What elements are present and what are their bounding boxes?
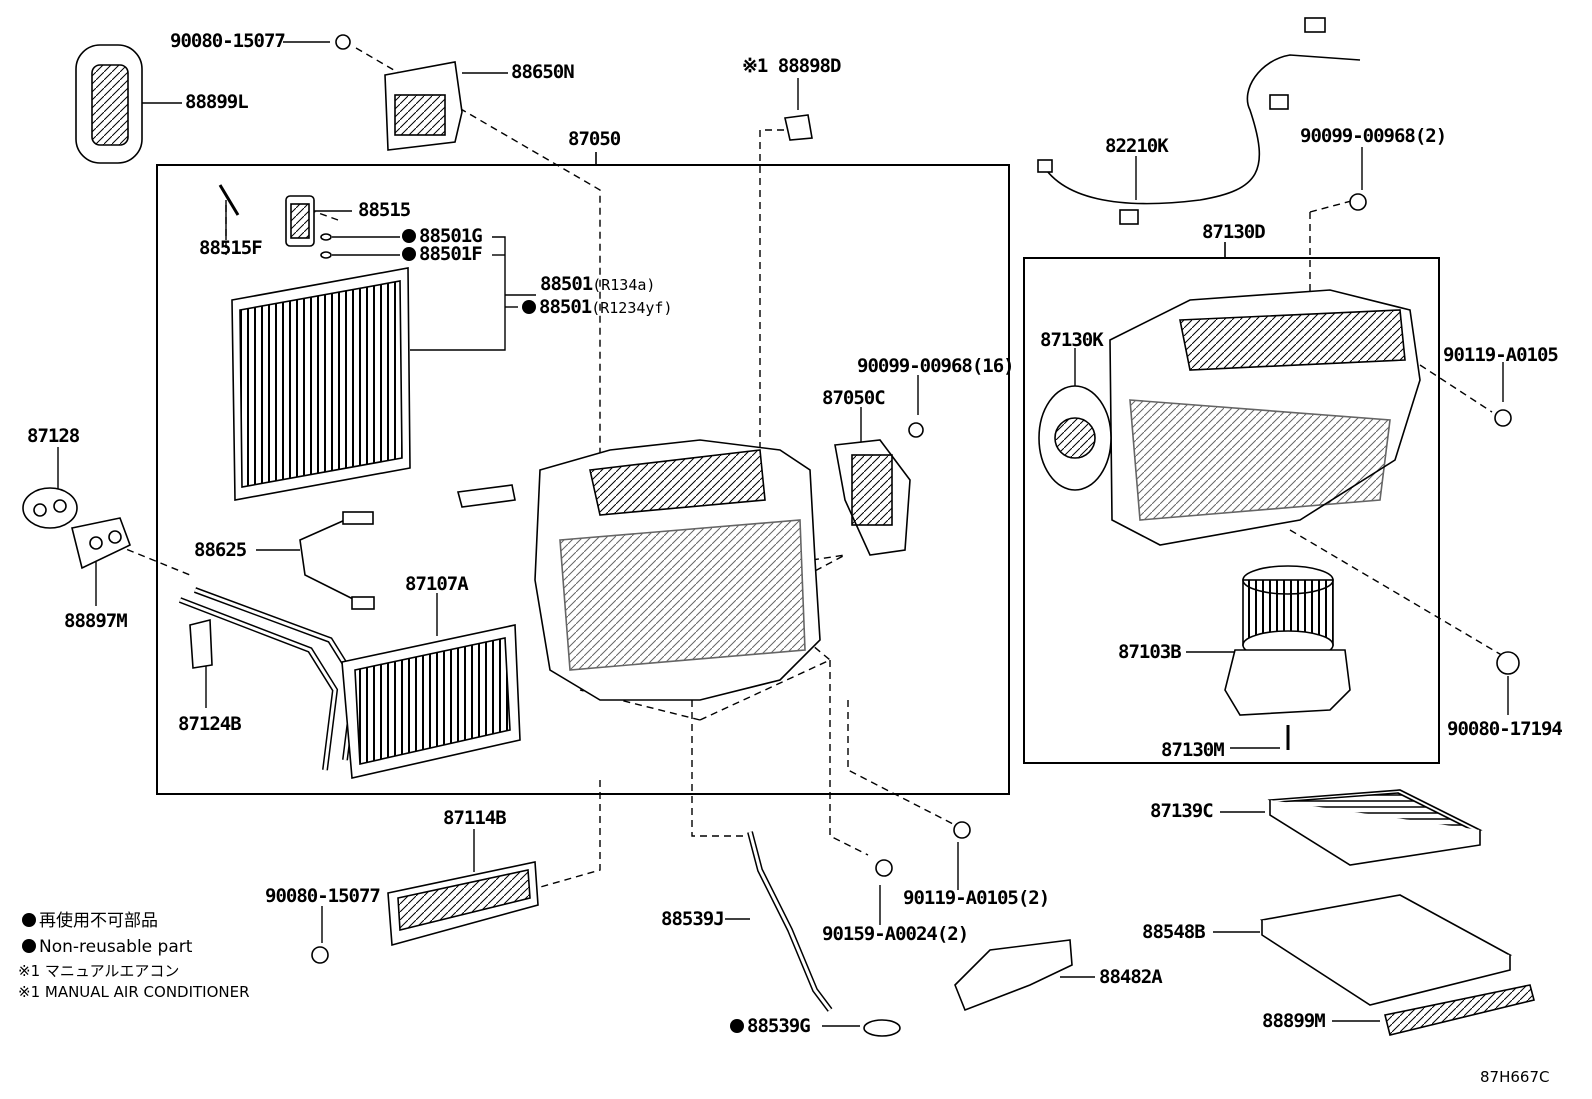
part-88539J <box>747 831 833 1012</box>
part-label: ※1 88898D <box>742 55 841 77</box>
part-label: 90080-15077 <box>170 30 286 52</box>
diagram-code: 87H667C <box>1480 1068 1550 1086</box>
frame-87130D <box>1023 257 1440 764</box>
part-label: 90119-A0105(2) <box>903 887 1050 909</box>
legend-non-reusable-en: Non-reusable part <box>22 939 192 956</box>
part-label-non-reusable: 88501G <box>402 227 483 246</box>
part-label: 88515F <box>199 237 263 259</box>
part-label: 87050C <box>822 387 886 409</box>
part-label: 88899L <box>185 91 249 113</box>
part-label: 82210K <box>1105 135 1169 157</box>
part-88482A <box>954 939 1073 1012</box>
part-label: 88899M <box>1262 1010 1326 1032</box>
part-label: 90099-00968(2) <box>1300 125 1447 147</box>
part-88898D <box>784 114 813 141</box>
part-label: 90099-00968(16) <box>857 355 1015 377</box>
part-label: 87130K <box>1040 329 1104 351</box>
part-88899M <box>1384 984 1535 1036</box>
part-label: 90159-A0024(2) <box>822 923 969 945</box>
part-label: 88897M <box>64 610 128 632</box>
part-label-non-reusable: 88539G <box>730 1017 811 1036</box>
part-label-non-reusable: 88501F <box>402 245 483 264</box>
part-label: 88548B <box>1142 921 1206 943</box>
legend-non-reusable-jp: 再使用不可部品 <box>22 913 158 930</box>
part-88625 <box>299 519 356 601</box>
part-label: 87114B <box>443 807 507 829</box>
part-label: 90080-17194 <box>1447 718 1563 740</box>
part-label: 90080-15077 <box>265 885 381 907</box>
part-87128 <box>22 487 78 529</box>
part-label: 88482A <box>1099 966 1163 988</box>
part-label-non-reusable: 88501(R1234yf) <box>522 298 672 317</box>
part-label: 88539J <box>661 908 725 930</box>
legend-manual-ac-jp: ※1 マニュアルエアコン <box>18 962 180 980</box>
part-82210K <box>1039 54 1361 205</box>
part-label: 88515 <box>358 199 411 221</box>
part-88539G <box>863 1019 901 1037</box>
part-label: 87050 <box>568 128 621 150</box>
part-label: 87130M <box>1161 739 1225 761</box>
frame-87050 <box>156 164 1010 795</box>
part-label: 87130D <box>1202 221 1266 243</box>
part-label: 87128 <box>27 425 80 447</box>
part-label: 87139C <box>1150 800 1214 822</box>
part-label: 88501(R134a) <box>540 273 656 295</box>
part-label: 90119-A0105 <box>1443 344 1559 366</box>
part-label: 87103B <box>1118 641 1182 663</box>
part-label: 87107A <box>405 573 469 595</box>
legend-manual-ac-en: ※1 MANUAL AIR CONDITIONER <box>18 983 250 1001</box>
part-label: 87124B <box>178 713 242 735</box>
part-label: 88625 <box>194 539 247 561</box>
part-87124B <box>189 618 213 669</box>
part-label: 88650N <box>511 61 575 83</box>
